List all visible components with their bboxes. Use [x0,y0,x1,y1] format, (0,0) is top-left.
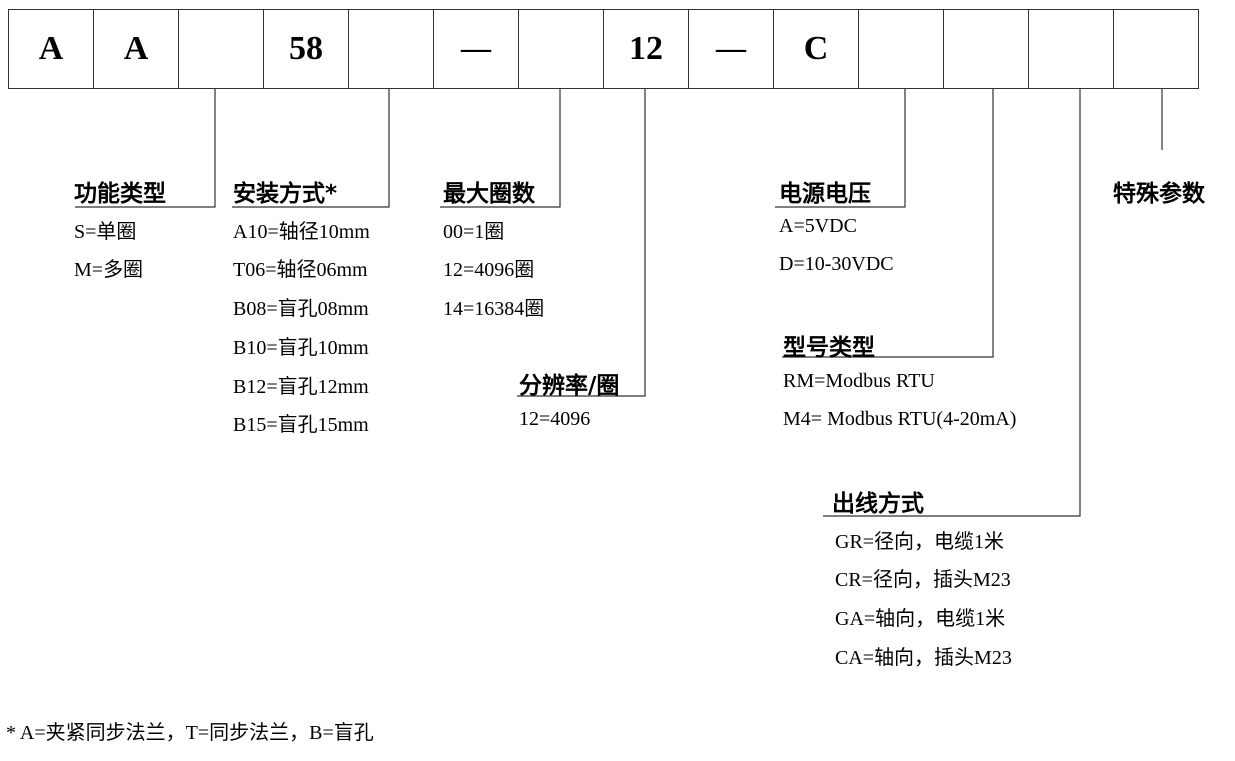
code-box-2: A [93,9,179,89]
option-turns-1: 00=1圈 [443,221,505,243]
option-wiring-3: GA=轴向，电缆1米 [835,608,1006,630]
footnote: * A=夹紧同步法兰，T=同步法兰，B=盲孔 [6,722,374,744]
heading-function: 功能类型 [74,181,166,207]
heading-voltage: 电源电压 [779,181,871,207]
connector-resolution [517,88,646,397]
heading-resolution: 分辨率/圈 [519,373,620,399]
option-mounting-1: A10=轴径10mm [233,221,370,243]
connector-wiring [823,88,1081,517]
heading-special: 特殊参数 [1113,181,1205,207]
connector-function [75,88,216,208]
connector-voltage [775,88,906,208]
option-turns-3: 14=16384圈 [443,298,545,320]
option-model-1: RM=Modbus RTU [783,370,935,392]
code-box-4: 58 [263,9,349,89]
option-function-1: S=单圈 [74,221,137,243]
option-model-2: M4= Modbus RTU(4-20mA) [783,408,1017,430]
connector-model [782,88,994,358]
option-function-2: M=多圈 [74,259,144,281]
option-wiring-2: CR=径向，插头M23 [835,569,1011,591]
heading-mounting: 安装方式* [233,181,338,207]
option-mounting-3: B08=盲孔08mm [233,298,369,320]
heading-turns: 最大圈数 [443,181,535,207]
heading-model: 型号类型 [783,335,875,361]
heading-wiring: 出线方式 [832,491,924,517]
option-turns-2: 12=4096圈 [443,259,535,281]
option-voltage-1: A=5VDC [779,215,857,237]
option-wiring-1: GR=径向，电缆1米 [835,531,1005,553]
option-mounting-4: B10=盲孔10mm [233,337,369,359]
option-mounting-2: T06=轴径06mm [233,259,368,281]
option-mounting-6: B15=盲孔15mm [233,414,369,436]
option-resolution-1: 12=4096 [519,408,591,430]
connector-turns [440,88,561,208]
option-mounting-5: B12=盲孔12mm [233,376,369,398]
connector-mounting [232,88,390,208]
option-wiring-4: CA=轴向，插头M23 [835,647,1012,669]
code-box-row: A A 58 — 12 — C [8,9,1199,89]
option-voltage-2: D=10-30VDC [779,253,894,275]
code-box-14 [1113,9,1199,89]
